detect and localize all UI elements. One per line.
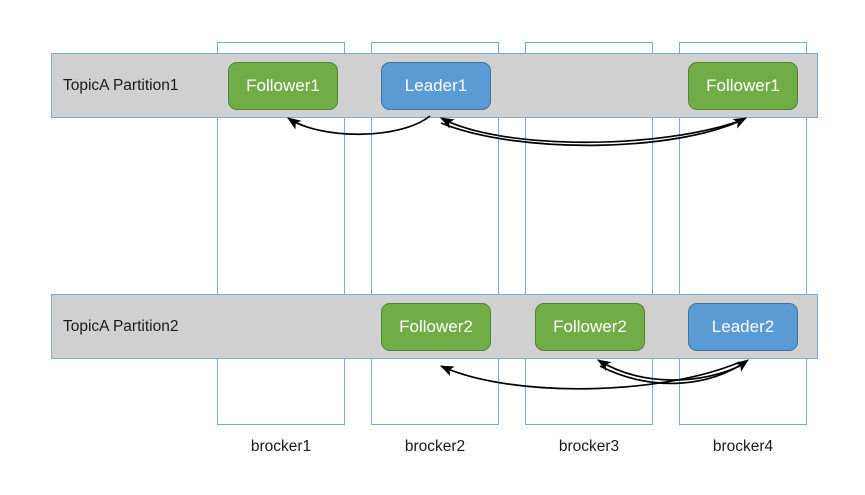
broker-label-brocker4: brocker4 [712,438,774,455]
partition-label-partition1: TopicA Partition1 [63,77,179,94]
replica-node-follower2-brocker2[interactable]: Follower2 [381,303,491,351]
broker-label-brocker3: brocker3 [558,438,620,455]
replica-node-follower1-brocker4[interactable]: Follower1 [688,62,798,110]
broker-label-brocker2: brocker2 [404,438,466,455]
broker-column-brocker4 [679,42,807,425]
partition-label-partition2: TopicA Partition2 [63,318,179,335]
broker-column-brocker1 [217,42,345,425]
broker-label-brocker1: brocker1 [250,438,312,455]
replica-node-follower2-brocker3[interactable]: Follower2 [535,303,645,351]
replica-node-follower1-brocker1[interactable]: Follower1 [228,62,338,110]
broker-column-brocker3 [525,42,653,425]
replica-node-leader2-brocker4[interactable]: Leader2 [688,303,798,351]
replica-node-leader1-brocker2[interactable]: Leader1 [381,62,491,110]
broker-column-brocker2 [371,42,499,425]
